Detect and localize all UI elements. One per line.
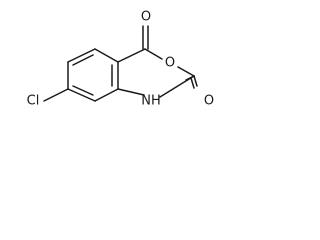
bond-c4a-c5: [94, 48, 119, 63]
bond-c5-c6: [67, 48, 96, 63]
atom-o-carbonyl-right: O: [204, 94, 214, 109]
atom-o-carbonyl-top: O: [141, 10, 151, 25]
structure-diagram: O O O NH Cl: [0, 0, 230, 148]
double-bond-c5-c6-inner: [72, 54, 94, 66]
bond-c2-o-right-b: [190, 77, 195, 89]
bond-n1-c8a: [117, 88, 145, 96]
bond-c4a-c4: [117, 48, 146, 63]
carbonyl-right: [190, 75, 198, 89]
bond-o3-c2: [177, 66, 195, 77]
atom-cl: Cl: [27, 94, 40, 109]
bond-c2-o-right-a: [193, 75, 198, 87]
double-bond-c7-c8-inner: [72, 85, 94, 96]
bond-c2-nh: [159, 75, 195, 98]
molecule-drawing: O O O NH Cl: [27, 10, 214, 109]
carbonyl-top: [142, 25, 149, 50]
bond-c8-c8a: [94, 88, 119, 102]
bond-c4-o3: [144, 48, 163, 60]
oxazine-ring: [117, 48, 195, 96]
atom-o-ring: O: [165, 56, 175, 71]
atom-nh: NH: [141, 94, 161, 109]
benzene-ring: [67, 48, 119, 102]
bond-c7-cl: [43, 88, 69, 102]
bond-c7-c8: [67, 88, 96, 102]
